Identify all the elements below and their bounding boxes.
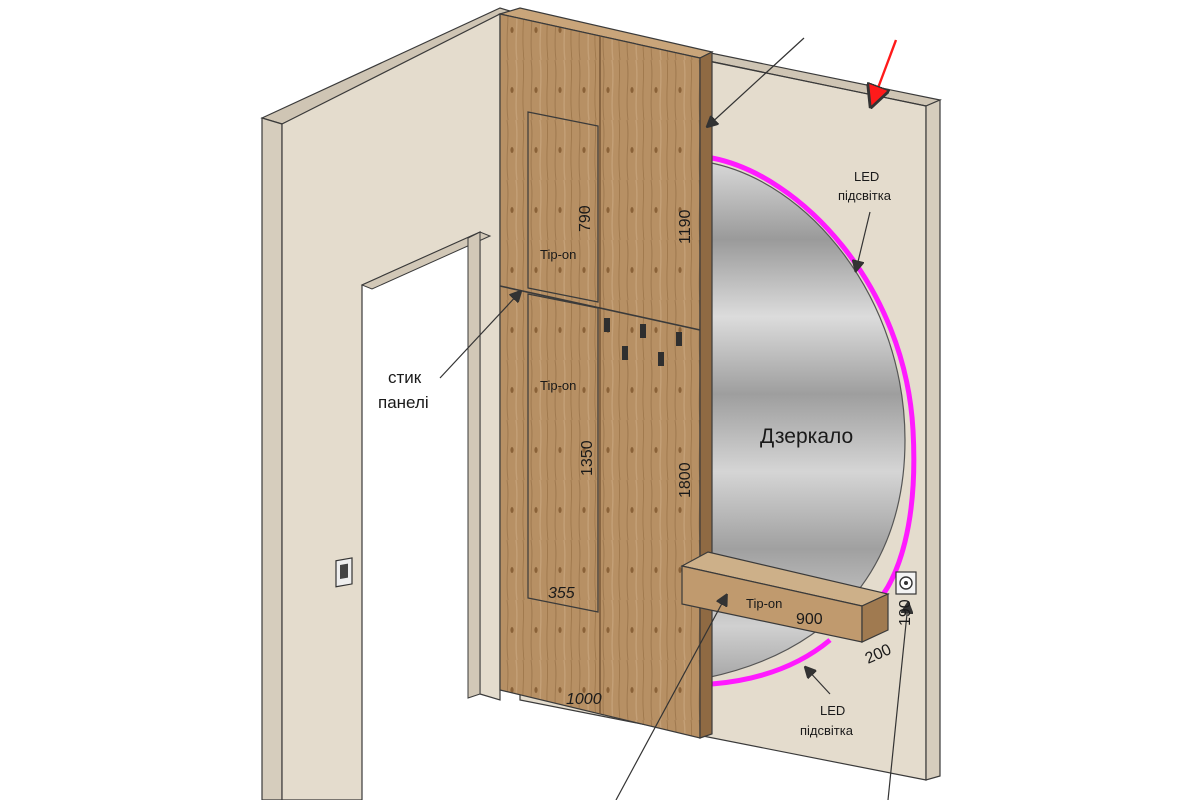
dim-lower-door: 1350: [579, 440, 596, 476]
led-top-label-2: підсвітка: [838, 188, 892, 203]
dim-door-width: 355: [548, 585, 575, 602]
dim-panel-width: 1000: [566, 691, 602, 708]
mirror-glass: [705, 161, 906, 679]
panel-joint-line: [499, 285, 701, 331]
tip-on-lower-label: Tip-on: [540, 378, 576, 393]
doorway-jamb: [467, 231, 481, 699]
leader-led-top: [856, 211, 871, 270]
mirror-label: Дзеркало: [760, 425, 853, 448]
panel-joint-label-2: панелі: [378, 393, 429, 412]
leader-socket: [887, 604, 908, 801]
dim-upper-panel: 1190: [677, 209, 694, 244]
light-switch-icon: [335, 557, 353, 588]
back-wall-end: [925, 99, 941, 781]
leader-lines: [439, 37, 908, 801]
power-socket-icon: [895, 571, 917, 595]
coat-hook-icon: [604, 318, 682, 366]
dim-upper-door: 790: [577, 205, 594, 232]
tip-on-upper-label: Tip-on: [540, 247, 576, 262]
leader-shelf: [615, 596, 726, 801]
dim-shelf-height: 190: [897, 599, 914, 626]
led-bottom-label-1: LED: [820, 703, 845, 718]
led-top-label-1: LED: [854, 169, 879, 184]
panel-joint-label-1: стик: [388, 368, 422, 387]
left-wall: [260, 7, 522, 801]
panel-side: [699, 51, 713, 739]
left-wall-end: [261, 117, 283, 801]
mirror: Дзеркало: [705, 155, 917, 687]
leader-joint: [439, 292, 520, 379]
lower-door: [527, 293, 599, 613]
leader-red: [872, 39, 898, 104]
tip-on-shelf-label: Tip-on: [746, 596, 782, 611]
led-strip-upper: [711, 155, 917, 610]
leader-panel-edge: [708, 37, 805, 126]
leader-led-bottom: [806, 668, 831, 695]
upper-door: [527, 111, 599, 303]
led-bottom-label-2: підсвітка: [800, 723, 854, 738]
shelf: [680, 551, 890, 643]
dim-shelf-width: 900: [796, 611, 823, 628]
led-strip-lower: [711, 638, 832, 687]
wood-panel: [497, 7, 714, 739]
dim-lower-panel: 1800: [677, 462, 694, 498]
doorway-reveal: [360, 231, 492, 290]
shelf-side: [861, 593, 889, 643]
